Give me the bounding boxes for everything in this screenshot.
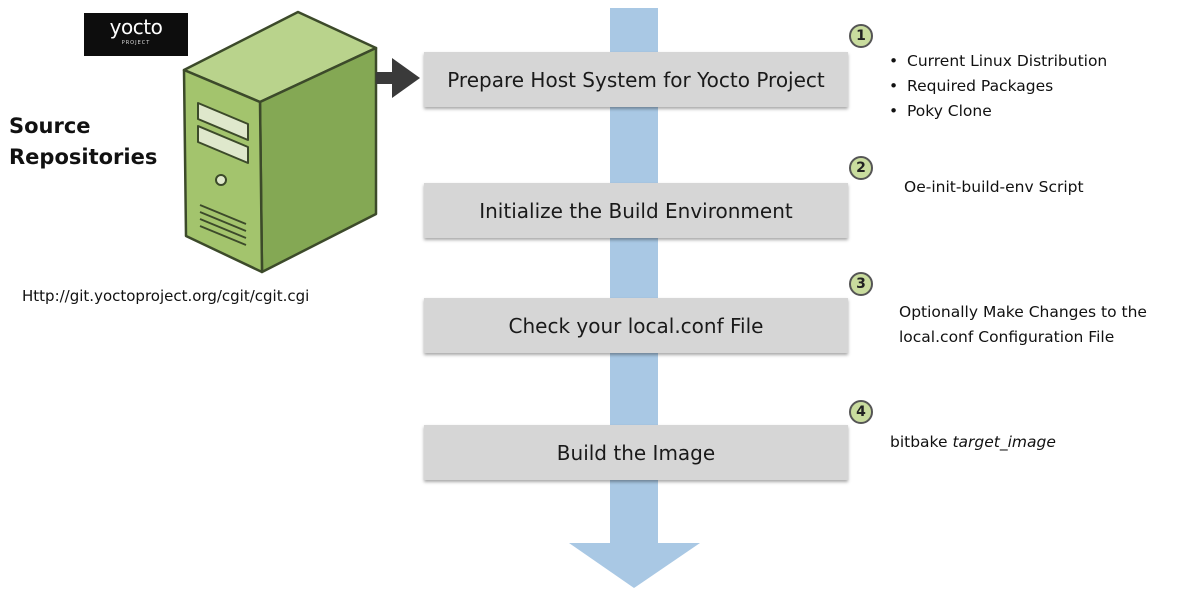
step-badge-3: 3 xyxy=(849,272,873,296)
step-1-note: Current Linux Distribution xyxy=(889,49,1107,74)
source-title-line2: Repositories xyxy=(9,145,158,169)
step-box-2: Initialize the Build Environment xyxy=(424,183,848,238)
logo-sub-text: PROJECT xyxy=(121,40,151,46)
step-box-4: Build the Image xyxy=(424,425,848,480)
server-icon xyxy=(182,10,378,274)
step-3-note-line2: local.conf Configuration File xyxy=(899,328,1115,346)
step-3-note-line1: Optionally Make Changes to the xyxy=(899,303,1147,321)
source-title: Source Repositories xyxy=(9,111,157,173)
step-box-1: Prepare Host System for Yocto Project xyxy=(424,52,848,107)
step-box-3: Check your local.conf File xyxy=(424,298,848,353)
step-badge-1: 1 xyxy=(849,24,873,48)
logo-main-text: yocto xyxy=(109,15,163,39)
step-4-note: bitbake target_image xyxy=(890,430,1056,455)
step-4-note-command: bitbake xyxy=(890,433,953,451)
yocto-logo: yocto PROJECT xyxy=(84,13,188,56)
step-badge-4: 4 xyxy=(849,400,873,424)
step-badge-2: 2 xyxy=(849,156,873,180)
step-1-note: Required Packages xyxy=(889,74,1107,99)
step-3-note: Optionally Make Changes to the local.con… xyxy=(899,300,1147,350)
step-1-notes: Current Linux Distribution Required Pack… xyxy=(889,49,1107,124)
step-4-note-target: target_image xyxy=(952,433,1056,451)
source-title-line1: Source xyxy=(9,114,91,138)
source-url: Http://git.yoctoproject.org/cgit/cgit.cg… xyxy=(22,287,310,305)
step-1-note: Poky Clone xyxy=(889,99,1107,124)
connector-arrow-icon xyxy=(376,58,420,98)
step-2-note: Oe-init-build-env Script xyxy=(904,178,1084,196)
